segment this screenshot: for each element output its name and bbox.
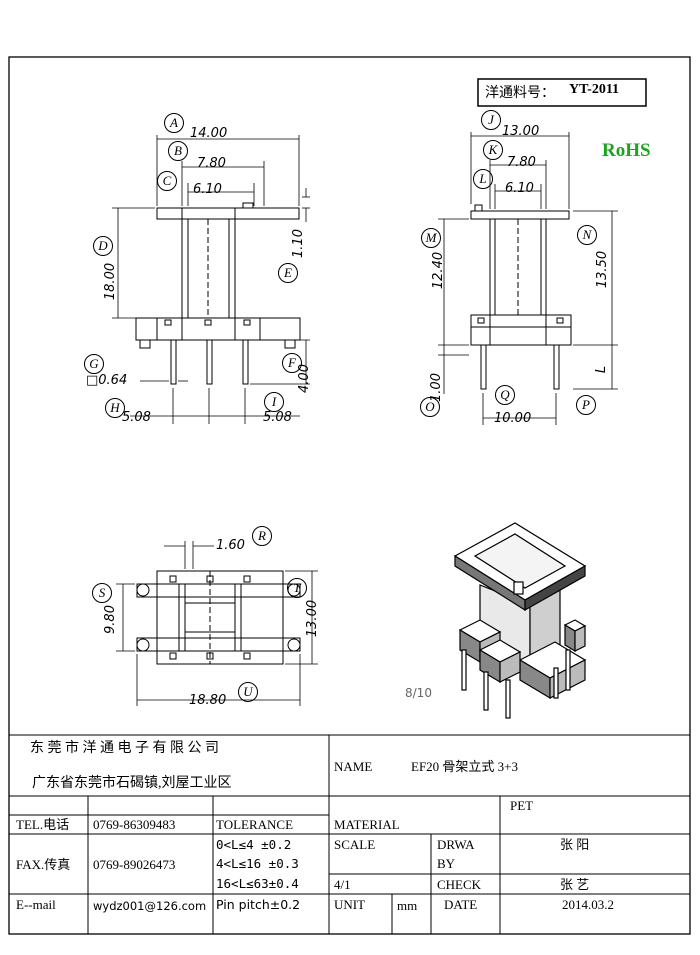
dim-value-J: 13.00 (502, 124, 540, 139)
dim-label-T: T (287, 578, 307, 598)
bottom-view (136, 570, 301, 665)
dim-value-T: 13.00 (305, 599, 321, 638)
dim-label-G: G (84, 354, 104, 374)
part-number-box (477, 78, 647, 107)
unit-label: UNIT (334, 897, 366, 912)
company-address: 广东省东莞市石碣镇,刘屋工业区 (32, 776, 232, 791)
pin-pitch: Pin pitch±0.2 (216, 897, 301, 912)
name-value: EF20 骨架立式 3+3 (411, 759, 519, 774)
front-view (135, 202, 301, 385)
dim-label-C: C (157, 171, 177, 191)
dim-value-E: 1.10 (290, 229, 306, 258)
email-value: wydz001@126.com (93, 899, 207, 913)
scale-value: 4/1 (334, 877, 351, 892)
fax-value: 0769-89026473 (93, 857, 176, 872)
page-number: 8/10 (405, 686, 432, 700)
rohs-mark: RoHS (602, 140, 651, 161)
dim-value-L: 6.10 (505, 181, 534, 196)
dim-label-J: J (481, 110, 501, 130)
dim-label-S: S (92, 583, 112, 603)
tolerance-label: TOLERANCE (216, 817, 294, 832)
dim-value-R: 1.60 (216, 538, 245, 553)
dim-label-A: A (164, 113, 184, 133)
dim-label-N: N (577, 225, 597, 245)
front-view-dims (112, 135, 310, 424)
dim-label-F: F (282, 353, 302, 373)
dim-value-I: 5.08 (263, 410, 292, 425)
dim-label-R: R (252, 526, 272, 546)
check-label: CHECK (437, 877, 482, 892)
dim-value-K: 7.80 (507, 155, 536, 170)
fax-label: FAX.传真 (16, 857, 71, 872)
bottom-view-dims (116, 541, 318, 706)
email-label: E--mail (16, 897, 56, 912)
name-label: NAME (334, 759, 373, 774)
company-name: 东 莞 市 洋 通 电 子 有 限 公 司 (30, 741, 219, 756)
dim-value-H: 5.08 (122, 410, 151, 425)
scale-label: SCALE (334, 837, 376, 852)
dim-value-Q: 10.00 (494, 411, 532, 426)
tolerance-line-3: 16<L≤63±0.4 (216, 876, 299, 891)
dim-label-U: U (238, 682, 258, 702)
unit-value: mm (397, 898, 418, 913)
drawn-label-1: DRWA (437, 837, 475, 852)
side-view (470, 204, 572, 390)
date-value: 2014.03.2 (562, 897, 614, 912)
dim-label-P: P (576, 395, 596, 415)
dim-value-F: 4.00 (296, 364, 312, 393)
dim-value-D: 18.00 (103, 262, 119, 301)
dim-label-D: D (93, 236, 113, 256)
dim-value-C: 6.10 (193, 182, 222, 197)
side-view-dims (438, 132, 618, 425)
part-number: YT-2011 (569, 82, 620, 97)
dim-value-N: 13.50 (595, 250, 611, 289)
dim-value-U: 18.80 (189, 693, 227, 708)
drawn-label-2: BY (437, 856, 456, 871)
tel-label: TEL.电话 (16, 817, 70, 832)
dim-label-B: B (168, 141, 188, 161)
title-block-grid (9, 734, 690, 934)
dim-value-O: 1.00 (428, 373, 444, 402)
material-value: PET (510, 798, 534, 813)
material-label: MATERIAL (334, 817, 400, 832)
dim-label-K: K (483, 140, 503, 160)
dim-value-A: 14.00 (190, 126, 228, 141)
dim-label-L: L (473, 169, 493, 189)
sheet-border (8, 56, 691, 935)
dim-value-S: 9.80 (102, 605, 118, 634)
dim-label-O: O (420, 397, 440, 417)
dim-label-E: E (278, 263, 298, 283)
check-value: 张 艺 (560, 877, 590, 892)
dim-label-M: M (421, 228, 441, 248)
isometric-view (453, 522, 587, 719)
dim-value-G: □0.64 (86, 373, 128, 388)
tolerance-line-2: 4<L≤16 ±0.3 (216, 856, 299, 871)
dim-value-M: 12.40 (431, 251, 447, 290)
dim-label-H: H (105, 398, 125, 418)
tel-value: 0769-86309483 (93, 817, 176, 832)
part-number-label: 洋通料号： (485, 86, 555, 101)
dim-label-Q: Q (495, 385, 515, 405)
dim-value-P: L (594, 365, 610, 374)
dim-value-B: 7.80 (197, 156, 226, 171)
date-label: DATE (444, 897, 478, 912)
tolerance-line-1: 0<L≤4 ±0.2 (216, 837, 292, 852)
dim-label-I: I (264, 392, 284, 412)
drawn-value: 张 阳 (560, 837, 590, 852)
